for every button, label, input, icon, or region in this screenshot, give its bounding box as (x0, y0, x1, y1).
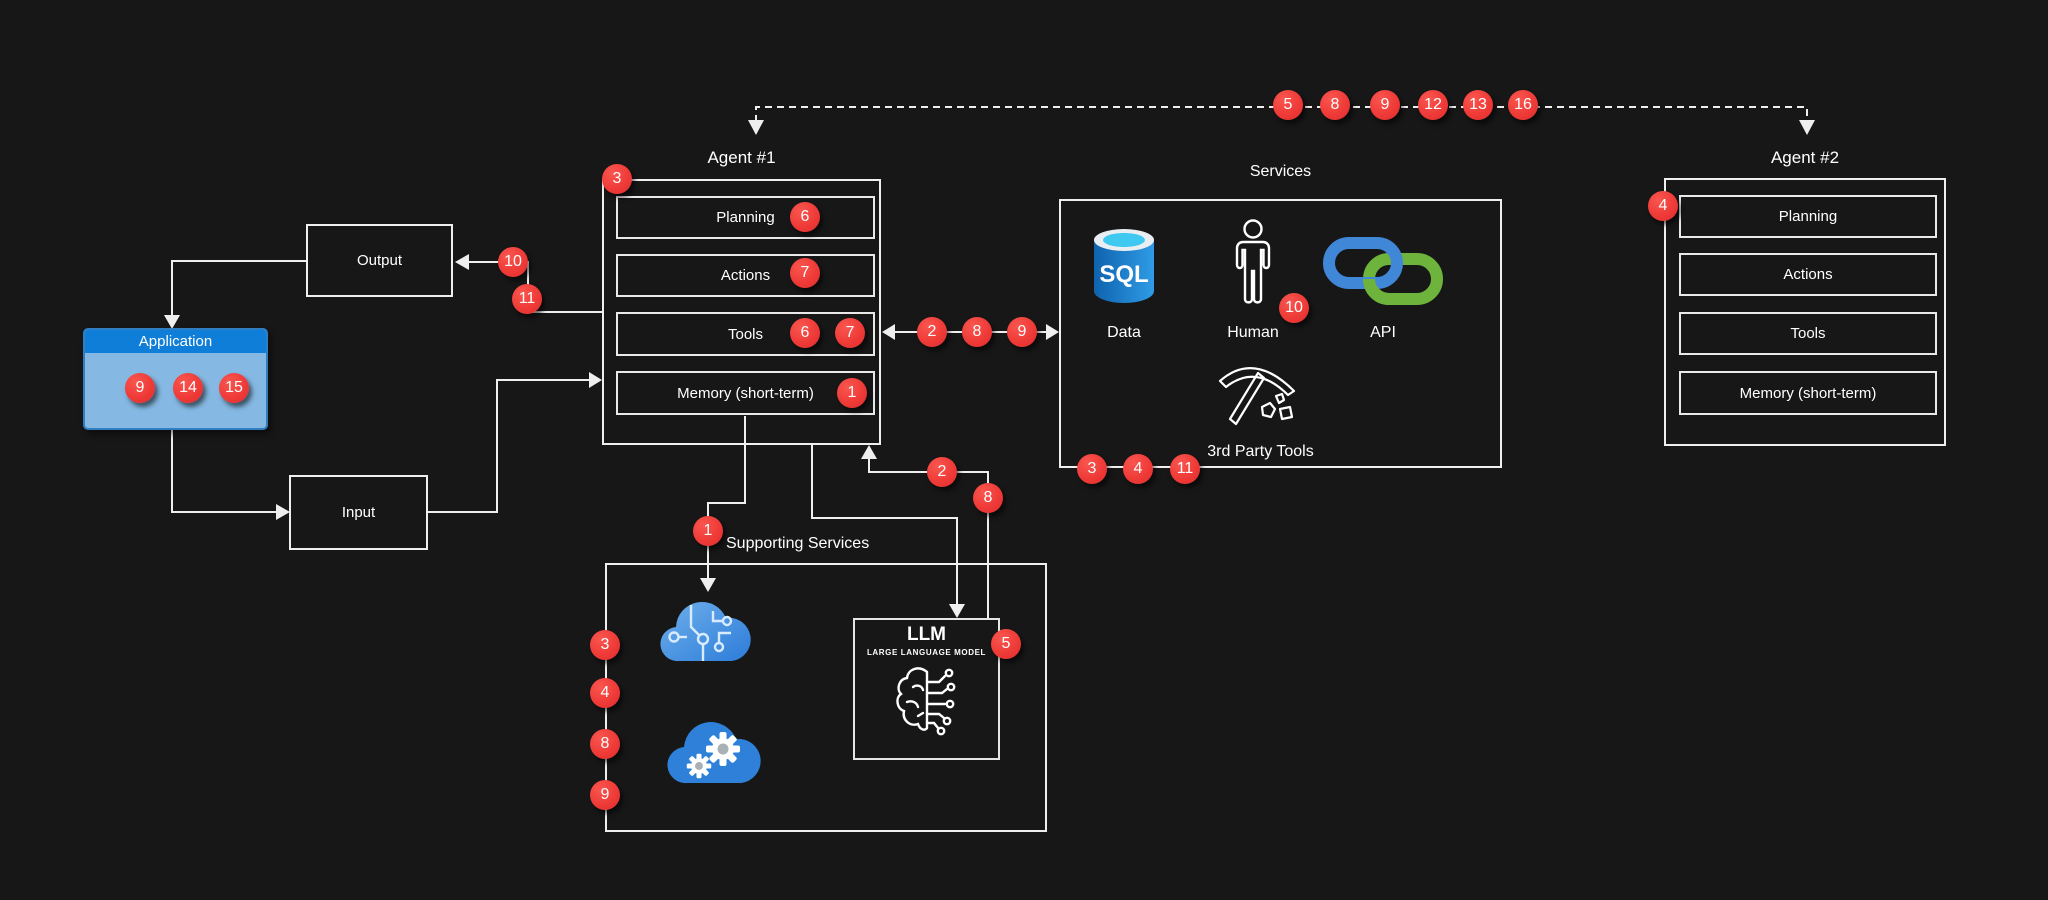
agent1-row-memory: Memory (short-term) (616, 371, 875, 415)
third-party-tools-label: 3rd Party Tools (1207, 443, 1314, 460)
mark-badge-human[interactable]: 10 (1279, 293, 1309, 323)
ai-circuit-cloud-icon (660, 601, 751, 662)
mark-badge-planning[interactable]: 6 (790, 202, 820, 232)
mark-badge-llm-5[interactable]: 5 (991, 629, 1021, 659)
mark-badge-services-3[interactable]: 3 (1077, 454, 1107, 484)
gear-small (686, 753, 712, 779)
output-to-application-line (171, 260, 306, 317)
mark-badge-actions[interactable]: 7 (790, 258, 820, 288)
mark-badge-agent2[interactable]: 4 (1648, 191, 1678, 221)
mark-badge-tools-b[interactable]: 7 (835, 318, 865, 348)
mark-badge-services-4[interactable]: 4 (1123, 454, 1153, 484)
mark-badge-supporting-8[interactable]: 8 (590, 729, 620, 759)
mark-badge-tools-a[interactable]: 6 (790, 318, 820, 348)
svg-text:SQL: SQL (1099, 261, 1148, 288)
mark-badge-app-14[interactable]: 14 (173, 373, 203, 403)
supporting-services-title: Supporting Services (726, 535, 870, 552)
mark-badge-memory[interactable]: 1 (837, 378, 867, 408)
application-to-input-line (171, 430, 278, 513)
arrowheads (164, 120, 1815, 618)
mark-badge-12[interactable]: 12 (1418, 90, 1448, 120)
mark-badge-link-8[interactable]: 8 (962, 317, 992, 347)
agent2-title: Agent #2 (1770, 148, 1840, 167)
mark-badge-link-2[interactable]: 2 (917, 317, 947, 347)
mark-badge-supporting-entry[interactable]: 1 (693, 516, 723, 546)
mark-badge-llm-2[interactable]: 2 (927, 457, 957, 487)
brain-circuit-icon (896, 667, 956, 736)
mark-badge-9[interactable]: 9 (1370, 90, 1400, 120)
agent2-row-tools: Tools (1679, 312, 1937, 355)
sql-database-icon: SQL (1094, 229, 1154, 303)
mark-badge-supporting-3[interactable]: 3 (590, 630, 620, 660)
cloud-gears-icon (667, 722, 761, 784)
human-label: Human (1227, 324, 1279, 341)
services-title: Services (1249, 163, 1312, 180)
person-icon (1235, 219, 1271, 304)
agent1-title: Agent #1 (707, 148, 776, 167)
agent2-box (1664, 178, 1946, 446)
agent1-row-actions: Actions (616, 254, 875, 297)
mark-badge-5[interactable]: 5 (1273, 90, 1303, 120)
agent1-box (602, 179, 881, 445)
mark-badge-output-11[interactable]: 11 (512, 284, 542, 314)
mark-badge-llm-8[interactable]: 8 (973, 483, 1003, 513)
agent2-row-planning: Planning (1679, 195, 1937, 238)
mark-badge-services-11[interactable]: 11 (1170, 454, 1200, 484)
llm-subtitle: LARGE LANGUAGE MODEL (866, 648, 987, 657)
pickaxe-icon (1218, 367, 1296, 426)
mark-badge-output-10[interactable]: 10 (498, 247, 528, 277)
input-to-agent1-line (428, 379, 591, 513)
agent2-row-actions: Actions (1679, 253, 1937, 296)
agent2-row-memory: Memory (short-term) (1679, 371, 1937, 415)
mark-badge-8[interactable]: 8 (1320, 90, 1350, 120)
llm-box (853, 618, 1000, 760)
application-title-bar: Application (85, 330, 266, 353)
mark-badge-16[interactable]: 16 (1508, 90, 1538, 120)
mark-badge-link-9[interactable]: 9 (1007, 317, 1037, 347)
mark-badge-13[interactable]: 13 (1463, 90, 1493, 120)
data-label: Data (1107, 324, 1141, 341)
agent1-to-llm-line (811, 445, 958, 606)
api-label: API (1370, 324, 1396, 341)
mark-badge-supporting-4[interactable]: 4 (590, 678, 620, 708)
services-box (1059, 199, 1502, 468)
gear-large (706, 732, 740, 766)
mark-badge-agent1[interactable]: 3 (602, 164, 632, 194)
mark-badge-supporting-9[interactable]: 9 (590, 780, 620, 810)
mark-badge-app-9[interactable]: 9 (125, 373, 155, 403)
agent1-row-tools: Tools (616, 312, 875, 356)
input-box: Input (289, 475, 428, 550)
llm-title: LLM (906, 624, 947, 645)
api-chain-link-icon (1323, 237, 1443, 305)
mark-badge-app-15[interactable]: 15 (219, 373, 249, 403)
agent1-row-planning: Planning (616, 196, 875, 239)
output-box: Output (306, 224, 453, 297)
